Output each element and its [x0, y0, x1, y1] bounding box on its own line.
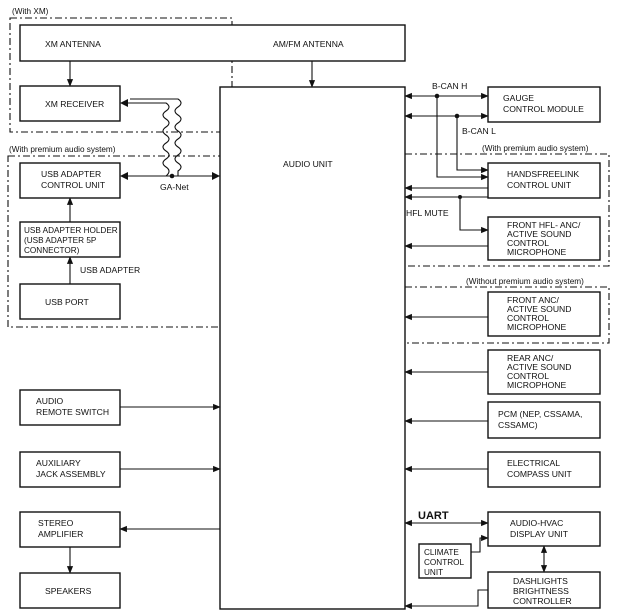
stereo-amplifier-label-1: STEREO: [38, 518, 74, 528]
usb-adapter-control-unit-label-1: USB ADAPTER: [41, 169, 101, 179]
ga-net-arrow-usb: [120, 172, 128, 180]
front-hfl-anc-mic-label-4: MICROPHONE: [507, 247, 566, 257]
dashlights-label-1: DASHLIGHTS: [513, 576, 568, 586]
hfl-to-front-mic-link: [459, 197, 489, 234]
xm-antenna-label: XM ANTENNA: [45, 39, 101, 49]
dashlights-label-2: BRIGHTNESS: [513, 586, 569, 596]
audio-remote-switch-label-2: REMOTE SWITCH: [36, 407, 109, 417]
usb-adapter-holder-box: [19, 221, 121, 258]
pcm-box: [487, 401, 601, 439]
dashlights-to-audio-arrow: [404, 589, 488, 610]
usb-port-label: USB PORT: [45, 297, 90, 307]
usb-adapter-control-unit-box: [19, 162, 121, 199]
premium-left-group-frame: [7, 155, 231, 328]
ga-net-wavy-line: [122, 102, 220, 177]
ga-net-arrow-audio: [212, 172, 220, 180]
front-hfl-anc-mic-label-3: CONTROL: [507, 238, 549, 248]
front-hfl-anc-mic-box: [487, 216, 601, 261]
audio-hvac-display-unit-label-1: AUDIO-HVAC: [510, 518, 563, 528]
dashlights-brightness-controller-box: [487, 571, 601, 609]
uart-label: UART: [418, 510, 449, 522]
climate-to-display-link: [471, 534, 489, 553]
premium-right-group-label: (With premium audio system): [482, 144, 589, 153]
usb-adapter-signal-label: USB ADAPTER: [80, 265, 140, 275]
front-anc-mic-label-2: ACTIVE SOUND: [507, 304, 571, 314]
climate-control-unit-box: [418, 543, 472, 579]
electrical-compass-unit-label-2: COMPASS UNIT: [507, 469, 573, 479]
am-fm-antenna-label: AM/FM ANTENNA: [273, 39, 344, 49]
dashlights-label-3: CONTROLLER: [513, 596, 572, 606]
b-can-l-label: B-CAN L: [462, 126, 496, 136]
rear-anc-mic-label-3: CONTROL: [507, 371, 549, 381]
speakers-label: SPEAKERS: [45, 586, 92, 596]
rear-anc-mic-label-1: REAR ANC/: [507, 353, 554, 363]
without-premium-group-label: (Without premium audio system): [466, 277, 584, 286]
hfl-mute-label: HFL MUTE: [406, 208, 449, 218]
front-anc-mic-label-4: MICROPHONE: [507, 322, 566, 332]
handsfreelink-label-1: HANDSFREELINK: [507, 169, 579, 179]
gauge-control-module-label-2: CONTROL MODULE: [503, 104, 584, 114]
with-xm-group-frame: [9, 17, 233, 133]
audio-unit-label: AUDIO UNIT: [283, 159, 333, 169]
front-anc-mic-box: [487, 291, 601, 337]
climate-control-unit-label-2: CONTROL: [424, 558, 464, 567]
usb-adapter-holder-label-3: CONNECTOR): [24, 246, 80, 255]
b-can-h-label: B-CAN H: [432, 81, 467, 91]
climate-control-unit-label-1: CLIMATE: [424, 548, 459, 557]
usb-adapter-control-unit-label-2: CONTROL UNIT: [41, 180, 106, 190]
audio-hvac-display-unit-label-2: DISPLAY UNIT: [510, 529, 569, 539]
front-anc-mic-label-3: CONTROL: [507, 313, 549, 323]
speakers-box: [19, 572, 121, 609]
electrical-compass-unit-label-1: ELECTRICAL: [507, 458, 560, 468]
xm-antenna-box: [19, 24, 406, 62]
audio-hvac-display-unit-box: [487, 511, 601, 547]
front-anc-mic-label-1: FRONT ANC/: [507, 295, 559, 305]
ga-net-label: GA-Net: [160, 182, 189, 192]
stereo-amplifier-label-2: AMPLIFIER: [38, 529, 83, 539]
handsfreelink-label-2: CONTROL UNIT: [507, 180, 572, 190]
climate-control-unit-label-3: UNIT: [424, 568, 443, 577]
front-hfl-anc-mic-label-2: ACTIVE SOUND: [507, 229, 571, 239]
gauge-control-module-label-1: GAUGE: [503, 93, 534, 103]
auxiliary-jack-assembly-label-1: AUXILIARY: [36, 458, 81, 468]
front-hfl-anc-mic-label-1: FRONT HFL- ANC/: [507, 220, 581, 230]
usb-adapter-holder-label-1: USB ADAPTER HOLDER: [24, 226, 118, 235]
usb-adapter-holder-label-2: (USB ADAPTER 5P: [24, 236, 97, 245]
gauge-control-module-box: [487, 86, 601, 123]
b-can-h-to-handsfreelink: [436, 96, 489, 181]
usb-port-box: [19, 283, 121, 320]
xm-receiver-label: XM RECEIVER: [45, 99, 104, 109]
rear-anc-mic-box: [487, 349, 601, 395]
audio-remote-switch-label-1: AUDIO: [36, 396, 64, 406]
xm-receiver-box: [19, 85, 121, 122]
premium-left-group-label: (With premium audio system): [9, 145, 116, 154]
audio-remote-switch-box: [19, 389, 121, 426]
ga-net-arrow-xm: [120, 99, 128, 107]
rear-anc-mic-label-2: ACTIVE SOUND: [507, 362, 571, 372]
electrical-compass-unit-box: [487, 451, 601, 488]
pcm-label-1: PCM (NEP, CSSAMA,: [498, 409, 582, 419]
handsfreelink-control-unit-box: [487, 162, 601, 199]
rear-anc-mic-label-4: MICROPHONE: [507, 380, 566, 390]
with-xm-group-label: (With XM): [12, 7, 49, 16]
auxiliary-jack-assembly-label-2: JACK ASSEMBLY: [36, 469, 106, 479]
ga-net-junction-dot: [169, 173, 175, 179]
ga-net-wavy-line-2: [130, 98, 182, 176]
pcm-label-2: CSSAMC): [498, 420, 538, 430]
b-can-l-to-handsfreelink: [456, 116, 489, 174]
